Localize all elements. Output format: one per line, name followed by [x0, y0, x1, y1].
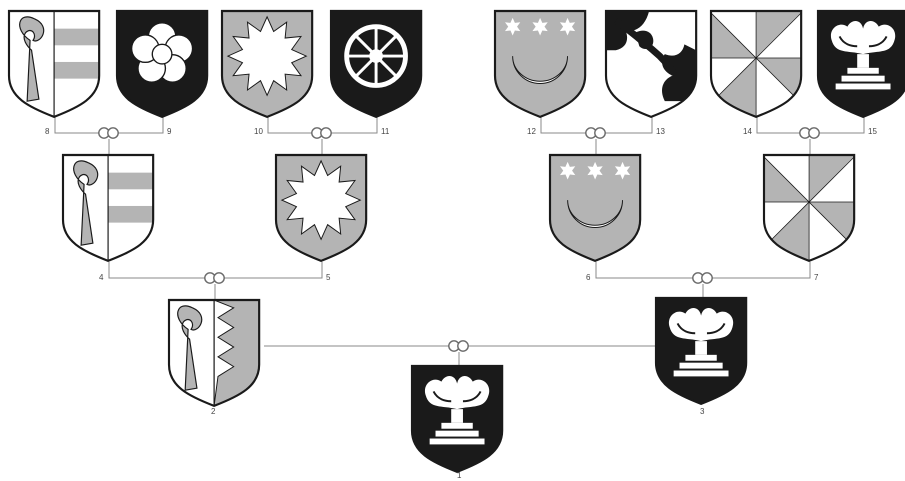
mount-step: [441, 423, 472, 429]
marriage-ring-4-5: [205, 273, 224, 283]
ancestor-number-9: 9: [167, 127, 172, 136]
stem-charge: [695, 341, 707, 355]
shield-11: [331, 11, 421, 117]
marriage-ring-8-9: [99, 128, 118, 138]
ancestor-number-8: 8: [45, 127, 50, 136]
mount-step: [685, 355, 716, 361]
shield-13: [606, 11, 696, 117]
gyron-line: [712, 105, 809, 202]
shield-4: [63, 155, 153, 261]
ancestor-number-4: 4: [99, 273, 104, 282]
ancestor-number-5: 5: [326, 273, 331, 282]
shield-10: [222, 11, 312, 117]
rose-center: [152, 44, 172, 64]
marriage-ring-14-15: [800, 128, 819, 138]
gyron: [672, 105, 809, 202]
marriage-ring-6-7: [693, 273, 712, 283]
ancestor-number-10: 10: [254, 127, 263, 136]
mount-step: [674, 371, 729, 377]
shield-12: [495, 11, 585, 117]
marriage-ring-12-13: [586, 128, 605, 138]
ancestor-number-6: 6: [586, 273, 591, 282]
shield-2: [169, 300, 259, 406]
bar-charge: [54, 29, 99, 46]
gyron-line: [809, 105, 905, 202]
bar-charge: [54, 62, 99, 79]
shield-3: [656, 298, 746, 404]
ancestor-number-12: 12: [527, 127, 536, 136]
ancestor-number-15: 15: [868, 127, 877, 136]
ancestor-number-7: 7: [814, 273, 819, 282]
stem-charge: [857, 54, 869, 68]
stem-charge: [451, 409, 463, 423]
ancestor-number-11: 11: [381, 127, 390, 136]
ancestor-number-13: 13: [656, 127, 665, 136]
mount-step: [847, 68, 878, 74]
marriage-ring-2-3: [449, 341, 468, 351]
mount-step: [430, 439, 485, 445]
wheel-hub: [369, 49, 383, 63]
shield-15: [818, 11, 905, 117]
mount-step: [842, 76, 885, 82]
shield-8: [9, 11, 99, 117]
ancestor-number-14: 14: [743, 127, 752, 136]
shield-5: [276, 155, 366, 261]
marriage-ring-10-11: [312, 128, 331, 138]
mount-step: [836, 84, 891, 90]
bar-charge: [108, 206, 153, 223]
ancestor-number-3: 3: [700, 407, 705, 416]
mount-step: [680, 363, 723, 369]
bar-charge: [108, 173, 153, 190]
shield-6: [550, 155, 640, 261]
mount-step: [436, 431, 479, 437]
shield-9: [117, 11, 207, 117]
shield-1: [412, 366, 502, 472]
ancestor-number-2: 2: [211, 407, 216, 416]
